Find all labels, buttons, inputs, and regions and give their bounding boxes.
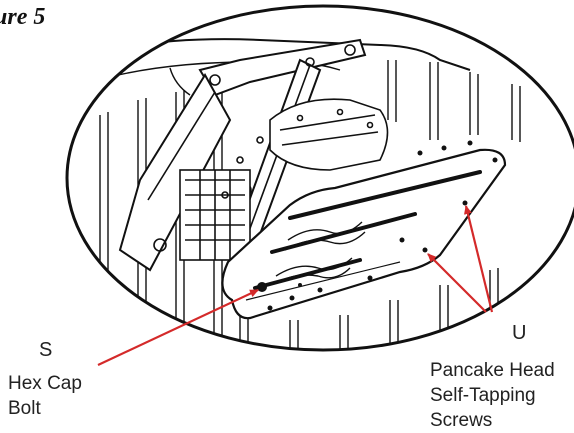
pancake-head-screws (267, 140, 498, 311)
wave-logo-icon (273, 221, 366, 285)
hinge-arm-assembly (118, 38, 389, 272)
step-plate (221, 140, 507, 320)
callout-letter-s: S (39, 339, 53, 361)
leader-line-u-1 (427, 253, 487, 313)
callout-label-self-tapping: Self-Tapping (430, 385, 536, 406)
leader-line-u-2 (464, 205, 494, 313)
figure-title: ure 5 (0, 4, 46, 30)
callout-letter-u: U (512, 322, 527, 344)
oval-border (65, 4, 574, 352)
leader-lines (97, 205, 494, 366)
leader-line-s (97, 289, 259, 366)
callout-label-screws: Screws (430, 410, 493, 431)
callout-label-pancake-head: Pancake Head (430, 360, 555, 381)
hex-cap-bolt (257, 282, 267, 292)
callout-label-bolt: Bolt (8, 398, 41, 419)
assembly-diagram (65, 4, 574, 366)
callout-label-hex-cap: Hex Cap (8, 373, 82, 394)
